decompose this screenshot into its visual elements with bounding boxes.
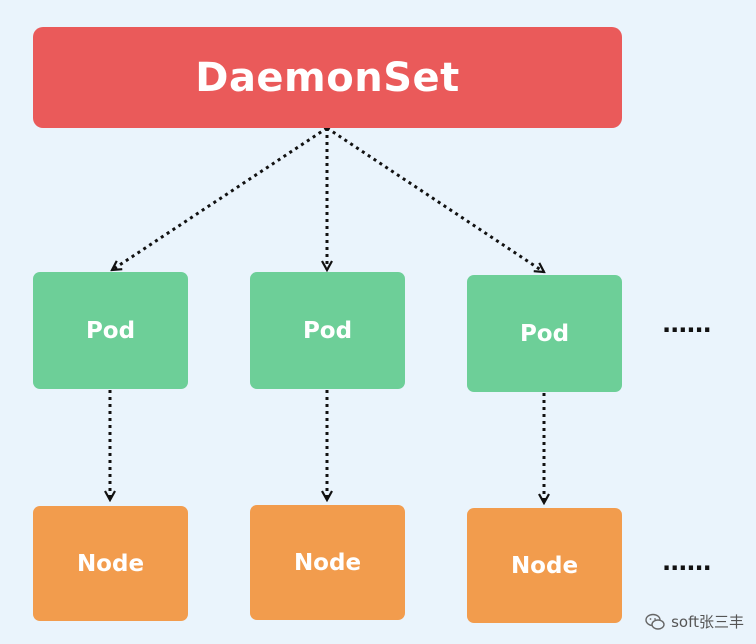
wechat-icon [645,613,665,630]
daemonset-box: DaemonSet [33,27,622,128]
watermark-text: soft张三丰 [671,613,744,631]
node-box-2: Node [250,505,405,620]
arrow-daemonset-to-pod-1 [112,126,328,272]
node-box-1: Node [33,506,188,621]
pod-box-1: Pod [33,272,188,389]
node-label-3: Node [510,552,579,579]
pod-label-1: Pod [85,317,136,344]
pod-label-3: Pod [519,320,570,347]
pod-box-3: Pod [467,275,622,392]
node-continuation: ...... [662,548,712,576]
pod-label-2: Pod [302,317,353,344]
arrow-daemonset-to-pod-3 [326,126,544,272]
pod-box-2: Pod [250,272,405,389]
pod-continuation: ...... [662,310,712,338]
node-label-1: Node [76,550,145,577]
watermark: soft张三丰 [645,611,744,632]
daemonset-label: DaemonSet [195,54,460,101]
node-label-2: Node [293,549,362,576]
node-box-3: Node [467,508,622,623]
